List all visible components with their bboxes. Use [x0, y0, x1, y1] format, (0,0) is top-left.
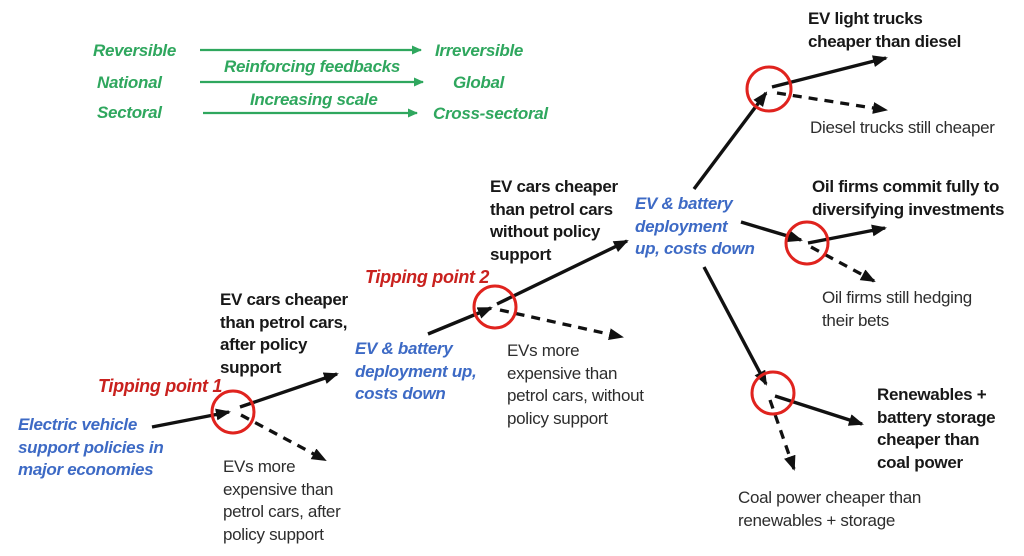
tipping-circle-power: [750, 370, 796, 416]
success-renewables-cheaper: Renewables + battery storage cheaper tha…: [877, 385, 996, 472]
legend-right-irreversible: Irreversible: [435, 41, 524, 60]
arrow-driver2-to-tipping2: [427, 306, 493, 336]
arrow-power-circle-to-success: [774, 394, 864, 426]
legend-label-increasing-scale: Increasing scale: [250, 90, 378, 109]
driver-ev-support-policies: Electric vehicle support policies in maj…: [18, 415, 164, 480]
tipping-point-1-label: Tipping point 1: [98, 376, 223, 396]
arrow-tipping2-to-driver3: [496, 239, 629, 306]
legend-left-reversible: Reversible: [93, 41, 176, 60]
success-ev-light-trucks: EV light trucks cheaper than diesel: [808, 9, 962, 51]
arrow-driver3-to-power-circle: [702, 266, 768, 386]
driver-ev-battery-deployment-2: EV & battery deployment up, costs down: [635, 194, 755, 259]
tipping-circle-trucks: [745, 65, 793, 113]
failure-ev-expensive-after-policy: EVs more expensive than petrol cars, aft…: [223, 457, 341, 544]
dashed-arrow-oil-circle-to-failure: [810, 245, 876, 283]
tipping-circle-oil: [784, 220, 830, 266]
driver-ev-battery-deployment-1: EV & battery deployment up, costs down: [355, 339, 477, 404]
legend-left-sectoral: Sectoral: [97, 103, 162, 122]
failure-oil-firms-hedging: Oil firms still hedging their bets: [822, 288, 972, 330]
legend-left-national: National: [97, 73, 162, 92]
failure-coal-cheaper: Coal power cheaper than renewables + sto…: [738, 488, 922, 530]
arrow-oil-circle-to-success: [807, 224, 887, 245]
arrow-driver3-to-trucks-circle: [692, 91, 768, 191]
arrow-driver3-to-oil-circle: [740, 220, 803, 243]
arrow-tipping1-to-driver2: [239, 372, 339, 409]
arrow-driver1-to-tipping1: [151, 408, 231, 429]
tipping-circle-1: [210, 389, 256, 435]
success-ev-cheaper-without-policy: EV cars cheaper than petrol cars without…: [490, 177, 618, 264]
legend-right-cross-sectoral: Cross-sectoral: [433, 104, 548, 123]
dashed-arrow-trucks-circle-to-failure: [776, 91, 888, 114]
success-oil-firms-commit: Oil firms commit fully to diversifying i…: [812, 177, 1005, 219]
success-ev-cheaper-after-policy: EV cars cheaper than petrol cars, after …: [220, 290, 348, 377]
tipping-circle-2: [472, 284, 518, 330]
dashed-arrow-power-circle-to-failure: [768, 399, 796, 471]
dashed-arrow-tipping2-to-failure: [499, 308, 624, 341]
failure-ev-expensive-without-policy: EVs more expensive than petrol cars, wit…: [507, 341, 644, 428]
failure-diesel-trucks: Diesel trucks still cheaper: [810, 118, 995, 137]
legend-label-reinforcing-feedbacks: Reinforcing feedbacks: [224, 57, 401, 76]
dashed-arrow-tipping1-to-failure: [240, 413, 327, 462]
legend-right-global: Global: [453, 73, 505, 92]
tipping-point-2-label: Tipping point 2: [365, 267, 490, 287]
